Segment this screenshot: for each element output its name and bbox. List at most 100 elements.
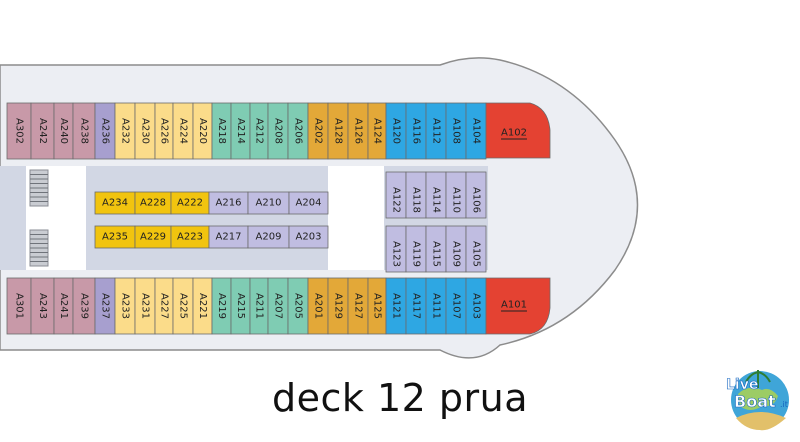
cabin-A233[interactable]: A233 <box>114 277 136 335</box>
cabin-A105[interactable]: A105 <box>465 225 487 273</box>
cabin-A220[interactable]: A220 <box>192 102 213 160</box>
cabin-A123[interactable]: A123 <box>385 225 407 273</box>
cabin-A302[interactable]: A302 <box>6 102 32 160</box>
cabin-A301[interactable]: A301 <box>6 277 32 335</box>
cabin-A239[interactable]: A239 <box>72 277 96 335</box>
cabin-label: A243 <box>37 293 48 319</box>
cabin-A226[interactable]: A226 <box>154 102 174 160</box>
cabin-A118[interactable]: A118 <box>405 171 427 219</box>
cabin-A103[interactable]: A103 <box>465 277 487 335</box>
cabin-A216[interactable]: A216 <box>208 191 249 215</box>
cabin-label: A103 <box>471 293 482 319</box>
cabin-A120[interactable]: A120 <box>385 102 407 160</box>
cabin-label: A234 <box>102 198 128 209</box>
cabin-A234[interactable]: A234 <box>94 191 136 215</box>
cabin-label: A224 <box>178 118 189 144</box>
cabin-A211[interactable]: A211 <box>249 277 269 335</box>
cabin-A243[interactable]: A243 <box>30 277 55 335</box>
cabin-A227[interactable]: A227 <box>154 277 174 335</box>
cabin-label: A129 <box>333 293 344 319</box>
cabin-A116[interactable]: A116 <box>405 102 427 160</box>
cabin-label: A127 <box>353 293 364 319</box>
cabin-A119[interactable]: A119 <box>405 225 427 273</box>
cabin-A115[interactable]: A115 <box>425 225 447 273</box>
cabin-A224[interactable]: A224 <box>172 102 194 160</box>
cabin-A242[interactable]: A242 <box>30 102 55 160</box>
cabin-A126[interactable]: A126 <box>347 102 369 160</box>
cabin-A238[interactable]: A238 <box>72 102 96 160</box>
stairs-icon <box>29 229 49 267</box>
cabin-A201[interactable]: A201 <box>307 277 329 335</box>
cabin-A215[interactable]: A215 <box>230 277 251 335</box>
cabin-A232[interactable]: A232 <box>114 102 136 160</box>
cabin-A206[interactable]: A206 <box>287 102 309 160</box>
cabin-A212[interactable]: A212 <box>249 102 269 160</box>
cabin-A222[interactable]: A222 <box>170 191 210 215</box>
cabin-label: A105 <box>471 241 482 267</box>
cabin-A203[interactable]: A203 <box>288 225 329 249</box>
cabin-A205[interactable]: A205 <box>287 277 309 335</box>
cabin-A229[interactable]: A229 <box>134 225 172 249</box>
cabin-A202[interactable]: A202 <box>307 102 329 160</box>
cabin-A107[interactable]: A107 <box>445 277 467 335</box>
cabin-A210[interactable]: A210 <box>247 191 290 215</box>
cabin-A240[interactable]: A240 <box>53 102 74 160</box>
cabin-label: A202 <box>313 118 324 144</box>
cabin-label: A109 <box>451 241 462 267</box>
cabin-label: A223 <box>177 232 203 243</box>
cabin-label: A226 <box>159 118 170 144</box>
cabin-label: A239 <box>79 293 90 319</box>
cabin-A230[interactable]: A230 <box>134 102 156 160</box>
cabin-A124[interactable]: A124 <box>367 102 387 160</box>
cabin-A217[interactable]: A217 <box>208 225 249 249</box>
cabin-A223[interactable]: A223 <box>170 225 210 249</box>
cabin-label: A231 <box>140 293 151 319</box>
cabin-A128[interactable]: A128 <box>327 102 349 160</box>
cabin-A237[interactable]: A237 <box>94 277 116 335</box>
cabin-A221[interactable]: A221 <box>192 277 213 335</box>
cabin-A218[interactable]: A218 <box>211 102 232 160</box>
cabin-A241[interactable]: A241 <box>53 277 74 335</box>
cabin-A111[interactable]: A111 <box>425 277 447 335</box>
cabin-A236[interactable]: A236 <box>94 102 116 160</box>
cabin-label: A301 <box>14 293 25 319</box>
cabin-A127[interactable]: A127 <box>347 277 369 335</box>
cabin-A125[interactable]: A125 <box>367 277 387 335</box>
cabin-A117[interactable]: A117 <box>405 277 427 335</box>
cabin-A214[interactable]: A214 <box>230 102 251 160</box>
cabin-A121[interactable]: A121 <box>385 277 407 335</box>
cabin-A219[interactable]: A219 <box>211 277 232 335</box>
cabin-A109[interactable]: A109 <box>445 225 467 273</box>
cabin-A209[interactable]: A209 <box>247 225 290 249</box>
cabin-label: A233 <box>120 293 131 319</box>
cabin-label: A117 <box>411 293 422 319</box>
cabin-label: A210 <box>256 198 282 209</box>
cabin-A207[interactable]: A207 <box>267 277 289 335</box>
cabin-A208[interactable]: A208 <box>267 102 289 160</box>
deck-title: deck 12 prua <box>271 376 529 420</box>
cabin-label: A236 <box>100 118 111 144</box>
cabin-label: A201 <box>313 293 324 319</box>
cabin-A122[interactable]: A122 <box>385 171 407 219</box>
cabin-label: A104 <box>471 118 482 144</box>
cabin-label: A240 <box>58 118 69 144</box>
cabin-A129[interactable]: A129 <box>327 277 349 335</box>
cabin-A101[interactable]: A101 <box>485 277 551 335</box>
cabin-A225[interactable]: A225 <box>172 277 194 335</box>
cabin-label: A232 <box>120 118 131 144</box>
cabin-A228[interactable]: A228 <box>134 191 172 215</box>
cabin-label: A204 <box>296 198 322 209</box>
cabin-A104[interactable]: A104 <box>465 102 487 160</box>
cabin-label: A124 <box>372 118 383 144</box>
cabin-A114[interactable]: A114 <box>425 171 447 219</box>
cabin-A108[interactable]: A108 <box>445 102 467 160</box>
cabin-A235[interactable]: A235 <box>94 225 136 249</box>
cabin-A110[interactable]: A110 <box>445 171 467 219</box>
cabin-A204[interactable]: A204 <box>288 191 329 215</box>
cabin-A112[interactable]: A112 <box>425 102 447 160</box>
cabin-A102[interactable]: A102 <box>485 102 551 159</box>
cabin-A231[interactable]: A231 <box>134 277 156 335</box>
cabin-A106[interactable]: A106 <box>465 171 487 219</box>
cabin-label: A203 <box>296 232 322 243</box>
cabin-label: A220 <box>197 118 208 144</box>
